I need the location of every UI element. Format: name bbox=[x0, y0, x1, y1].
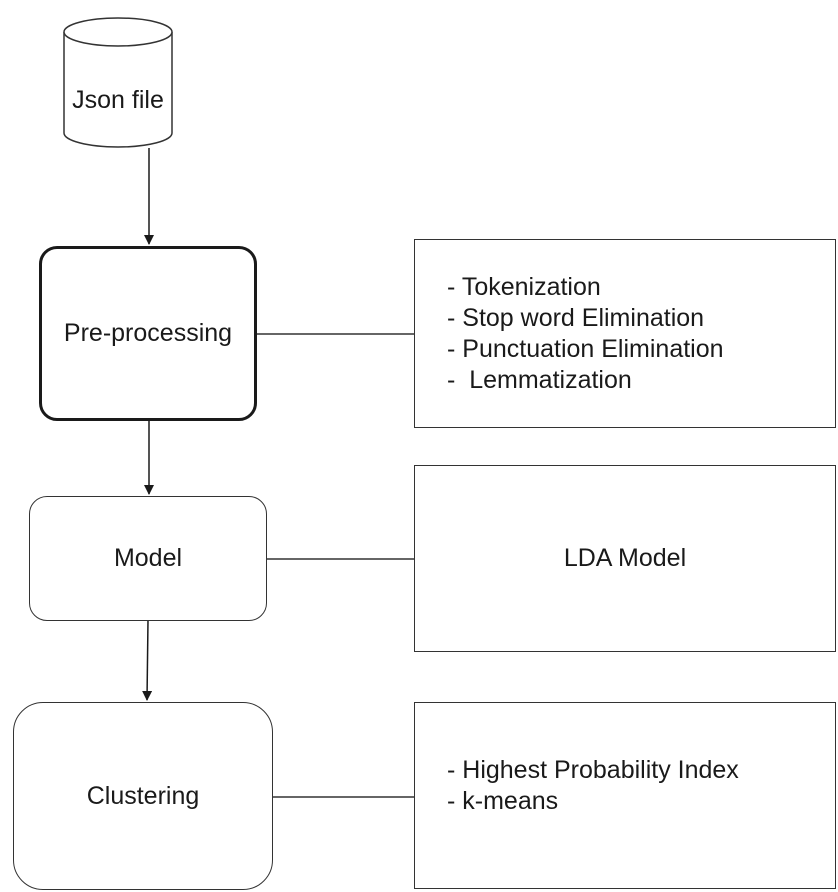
arrow-model-to-clustering bbox=[142, 619, 153, 701]
preprocessing-label: Pre-processing bbox=[63, 319, 233, 347]
database-cylinder-icon bbox=[63, 17, 173, 148]
model-detail-note: LDA Model bbox=[414, 465, 836, 652]
model-node: Model bbox=[29, 496, 267, 621]
clustering-label: Clustering bbox=[86, 781, 200, 810]
clustering-method: - k-means bbox=[447, 787, 559, 815]
json-file-label: Json file bbox=[72, 86, 164, 114]
preprocessing-step: - Stop word Elimination bbox=[447, 304, 705, 332]
preprocessing-step: - Punctuation Elimination bbox=[447, 335, 724, 363]
preprocessing-step: - Tokenization bbox=[447, 273, 601, 301]
clustering-methods-list: - Highest Probability Index - k-means bbox=[447, 755, 835, 817]
preprocessing-steps-list: - Tokenization - Stop word Elimination -… bbox=[447, 272, 835, 396]
preprocessing-step: - Lemmatization bbox=[447, 366, 632, 394]
clustering-node: Clustering bbox=[13, 702, 273, 890]
preprocessing-node: Pre-processing bbox=[39, 246, 257, 421]
preprocessing-steps-note: - Tokenization - Stop word Elimination -… bbox=[414, 239, 836, 428]
model-detail-label: LDA Model bbox=[563, 544, 687, 572]
clustering-method: - Highest Probability Index bbox=[447, 756, 739, 784]
clustering-methods-note: - Highest Probability Index - k-means bbox=[414, 702, 836, 889]
model-label: Model bbox=[113, 544, 183, 572]
